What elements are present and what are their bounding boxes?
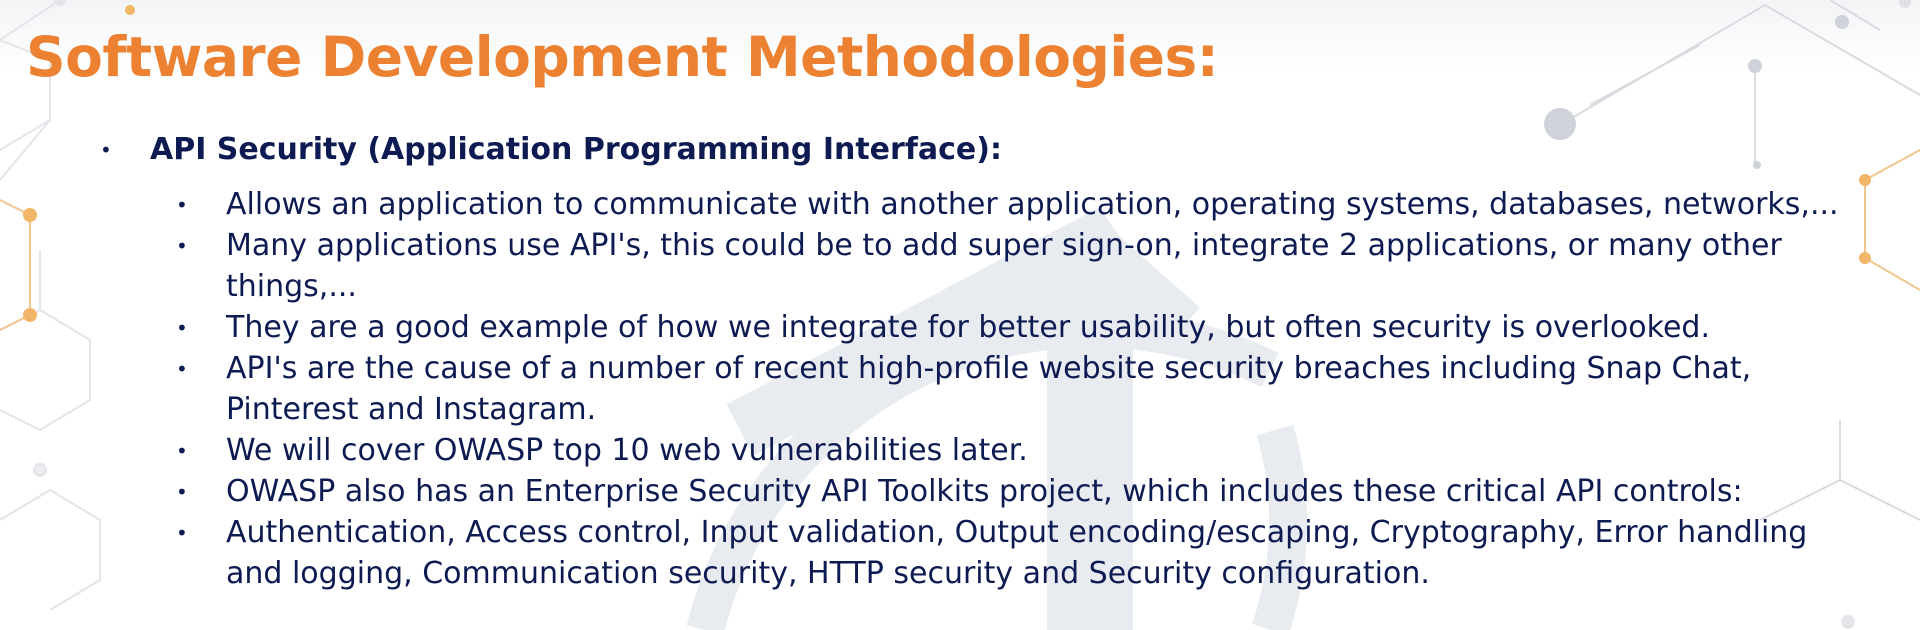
bullet-icon: • <box>176 480 188 504</box>
bullet-icon: • <box>100 138 112 162</box>
main-bullet-text: API Security (Application Programming In… <box>150 132 1002 167</box>
sub-bullet-item: • Allows an application to communicate w… <box>176 184 1916 225</box>
sub-bullet-line: things,... <box>226 269 357 304</box>
sub-bullet-item: • They are a good example of how we inte… <box>176 307 1916 348</box>
sub-bullet-item: • Many applications use API's, this coul… <box>176 225 1916 307</box>
bullet-icon: • <box>176 439 188 463</box>
sub-bullet-line: Many applications use API's, this could … <box>226 228 1782 263</box>
network-pattern-right <box>1544 0 1920 629</box>
sub-bullet-item: • We will cover OWASP top 10 web vulnera… <box>176 430 1916 471</box>
sub-bullet-line: Authentication, Access control, Input va… <box>226 515 1808 550</box>
bullet-icon: • <box>176 357 188 381</box>
sub-bullet-line: OWASP also has an Enterprise Security AP… <box>226 474 1743 509</box>
sub-bullet-line: Allows an application to communicate wit… <box>226 187 1839 222</box>
sub-bullet-item: • OWASP also has an Enterprise Security … <box>176 471 1916 512</box>
sub-bullet-item: • API's are the cause of a number of rec… <box>176 348 1916 430</box>
sub-bullet-list: • Allows an application to communicate w… <box>176 184 1916 594</box>
sub-bullet-line: We will cover OWASP top 10 web vulnerabi… <box>226 433 1028 468</box>
bullet-icon: • <box>176 234 188 258</box>
bullet-icon: • <box>176 316 188 340</box>
sub-bullet-line: and logging, Communication security, HTT… <box>226 556 1430 591</box>
slide-title: Software Development Methodologies: <box>26 25 1219 89</box>
bullet-icon: • <box>176 521 188 545</box>
sub-bullet-line: API's are the cause of a number of recen… <box>226 351 1752 386</box>
bullet-icon: • <box>176 193 188 217</box>
network-pattern-left-orange <box>0 5 135 331</box>
watermark-arrow-logo <box>686 207 1308 630</box>
sub-bullet-item: • Authentication, Access control, Input … <box>176 512 1916 594</box>
sub-bullet-line: Pinterest and Instagram. <box>226 392 597 427</box>
sub-bullet-line: They are a good example of how we integr… <box>226 310 1710 345</box>
network-pattern-right-orange <box>1859 149 1920 291</box>
